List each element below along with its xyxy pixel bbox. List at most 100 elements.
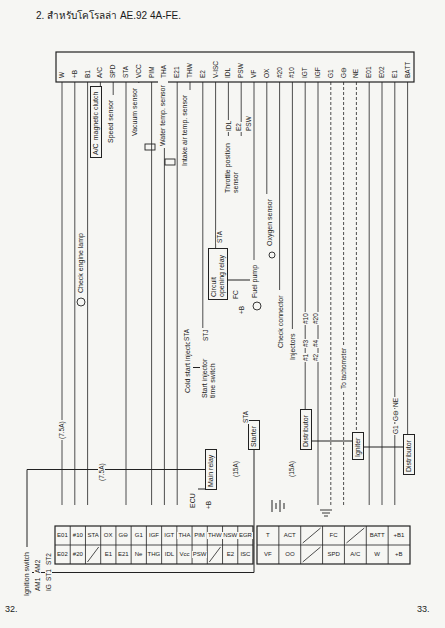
table-rule xyxy=(115,526,116,564)
ecu-terminal-name: +B xyxy=(71,69,78,79)
table-rule xyxy=(366,526,367,564)
ecu-terminal-name: A/C xyxy=(96,66,103,79)
pin-name: E1 xyxy=(104,551,113,558)
signal-label: (15A) xyxy=(288,460,295,478)
pin-name: E01 xyxy=(56,532,69,539)
ecu-terminal-name: PSW xyxy=(237,62,244,79)
table-rule xyxy=(161,526,162,564)
wire-group xyxy=(62,82,408,505)
component-box: Igniter xyxy=(352,432,364,460)
pin-name: G⊖ xyxy=(118,532,130,539)
sensor-symbol xyxy=(165,159,175,165)
ecu-terminal-name: VCC xyxy=(135,63,142,79)
component-name: Check connector xyxy=(277,295,285,348)
connector-wire xyxy=(193,367,200,368)
empty-pin-slash xyxy=(303,547,321,562)
signal-label: (15A) xyxy=(232,460,239,478)
pin-name: THG xyxy=(147,551,162,558)
wire xyxy=(202,82,203,340)
empty-pin-slash xyxy=(303,528,321,543)
signal-label: IDL xyxy=(225,120,232,132)
component-name: Fuel pump xyxy=(251,265,259,298)
component-name: magnetic clutch xyxy=(92,92,100,141)
connector-wire xyxy=(228,280,250,281)
component-label: Ignition switch xyxy=(22,547,32,598)
component-label: Water temp. sensor xyxy=(158,80,168,148)
wire xyxy=(279,82,280,290)
pin-name: SPD xyxy=(327,551,341,558)
ecu-terminal-name: BATT xyxy=(404,61,411,79)
pin-name: Vcc xyxy=(178,551,190,558)
ecu-terminal-name: E1 xyxy=(391,69,398,79)
component-name: A/C xyxy=(92,143,100,155)
pin-name: ISC xyxy=(239,551,251,558)
battery-symbol xyxy=(272,500,273,512)
schematic-wires xyxy=(20,50,420,600)
pin-name: +B1 xyxy=(393,532,406,539)
pin-name: Ne xyxy=(134,551,144,558)
table-rule xyxy=(146,526,147,564)
wire xyxy=(292,82,293,329)
pump-motor-symbol xyxy=(253,302,261,310)
pin-name: W xyxy=(373,551,381,558)
lamp-symbol xyxy=(77,298,85,306)
component-name: Oxygen sensor xyxy=(266,199,274,246)
wire xyxy=(126,82,127,505)
table-rule xyxy=(322,526,323,564)
component-name: Circuit opening relay xyxy=(210,254,226,297)
battery-symbol xyxy=(276,503,277,509)
pin-name: PIM xyxy=(193,532,206,539)
wire xyxy=(394,82,395,505)
ecu-terminal-name: B1 xyxy=(84,69,91,79)
connector-wire xyxy=(312,441,352,442)
connector-table xyxy=(55,526,253,564)
signal-label: STA xyxy=(183,328,190,342)
wire xyxy=(369,82,370,505)
connector-table xyxy=(257,526,410,564)
pin-name: PSW xyxy=(192,551,208,558)
signal-label: #1 xyxy=(302,353,309,362)
signal-label: #10 xyxy=(302,312,309,325)
signal-label: IG xyxy=(45,583,52,592)
component-name: Speed sensor xyxy=(107,100,115,143)
wire xyxy=(215,82,216,248)
component-name: Cold start injector xyxy=(184,339,192,393)
signal-label: #2 xyxy=(312,353,319,362)
wire xyxy=(87,82,88,505)
table-rule xyxy=(55,545,253,546)
component-box: Main relay xyxy=(205,449,217,490)
wire xyxy=(113,82,114,95)
component-box: A/C magnetic clutch xyxy=(90,86,102,158)
component-label: Injectors xyxy=(288,329,298,362)
pin-name: #10 xyxy=(72,532,84,539)
wire xyxy=(266,82,267,194)
wire xyxy=(62,82,63,505)
wire xyxy=(190,82,191,90)
signal-label: G1 xyxy=(392,424,399,435)
pin-name: T xyxy=(265,532,271,539)
empty-pin-slash xyxy=(346,528,364,543)
signal-label: STA xyxy=(242,410,249,424)
component-label: Fuel pump xyxy=(250,260,260,300)
pin-name: FC xyxy=(329,532,339,539)
ecu-terminal-name: E01 xyxy=(365,65,372,79)
battery-symbol xyxy=(284,503,285,509)
wire xyxy=(177,82,178,505)
empty-pin-slash xyxy=(209,547,220,562)
signal-label: PSW xyxy=(245,115,252,132)
signal-label: STA xyxy=(216,230,223,244)
signal-label: +B xyxy=(238,305,245,315)
signal-label: G⊖ xyxy=(392,409,399,422)
sensor-symbol xyxy=(145,144,155,150)
component-name: Start injector time switch xyxy=(201,345,217,398)
pin-name: E21 xyxy=(117,551,130,558)
component-box: Circuit opening relay xyxy=(208,248,228,300)
component-box: Distributor xyxy=(300,409,312,450)
component-name: Check engine lamp xyxy=(77,233,85,293)
ecu-terminal-name: W xyxy=(58,71,65,79)
battery-symbol xyxy=(280,500,281,512)
component-label: Oxygen sensor xyxy=(265,194,275,248)
signal-label: +B xyxy=(205,500,212,510)
connector-wire xyxy=(364,447,403,448)
